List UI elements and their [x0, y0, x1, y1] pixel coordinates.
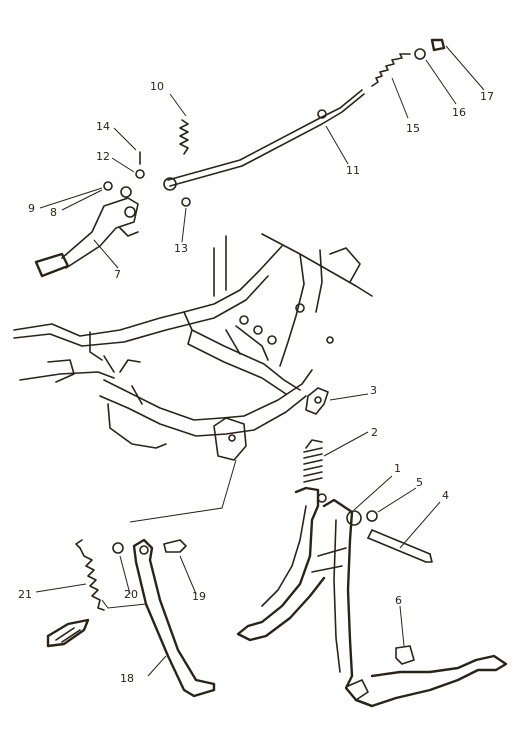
callout-3: 3: [370, 384, 377, 397]
callout-16: 16: [452, 106, 466, 119]
callout-2: 2: [371, 426, 378, 439]
callout-14: 14: [96, 120, 110, 133]
frame-section: [13, 233, 373, 461]
callout-1: 1: [394, 462, 401, 475]
callout-18: 18: [120, 672, 134, 685]
callout-10: 10: [150, 80, 164, 93]
brake-spring-10: [179, 119, 189, 155]
pivot-shaft-4: [367, 529, 433, 563]
brake-rod: [167, 89, 365, 187]
callout-6: 6: [395, 594, 402, 607]
callout-15: 15: [406, 122, 420, 135]
mounting-bracket-link: [101, 459, 237, 609]
callout-12: 12: [96, 150, 110, 163]
nut-20: [112, 542, 124, 554]
spring-hook-3: [305, 387, 329, 415]
callout-21: 21: [18, 588, 32, 601]
callout-4: 4: [442, 489, 449, 502]
callout-20: 20: [124, 588, 138, 601]
main-stand-1: [236, 486, 508, 708]
callout-17: 17: [480, 90, 494, 103]
callout-8: 8: [50, 206, 57, 219]
main-stand-spring-2: [303, 439, 323, 483]
callout-11: 11: [346, 164, 360, 177]
callout-5: 5: [416, 476, 423, 489]
side-stand-18: [132, 538, 216, 698]
callout-7: 7: [114, 268, 121, 281]
small-parts-top: [103, 38, 446, 207]
direction-arrow: [46, 618, 90, 648]
leader-lines: [35, 45, 485, 677]
callout-labels: 1 2 3 4 5 6 7 8 9 10 11 12 13 14 15 16 1…: [18, 80, 494, 685]
callout-13: 13: [174, 242, 188, 255]
stopper-6: [395, 645, 415, 665]
side-stand-spring-21: [75, 539, 105, 611]
side-stand-bolt-19: [163, 539, 187, 553]
adjust-spring-15: [371, 53, 411, 87]
callout-9: 9: [28, 202, 35, 215]
washer-5: [366, 510, 378, 522]
brake-pedal: [34, 197, 139, 278]
callout-19: 19: [192, 590, 206, 603]
